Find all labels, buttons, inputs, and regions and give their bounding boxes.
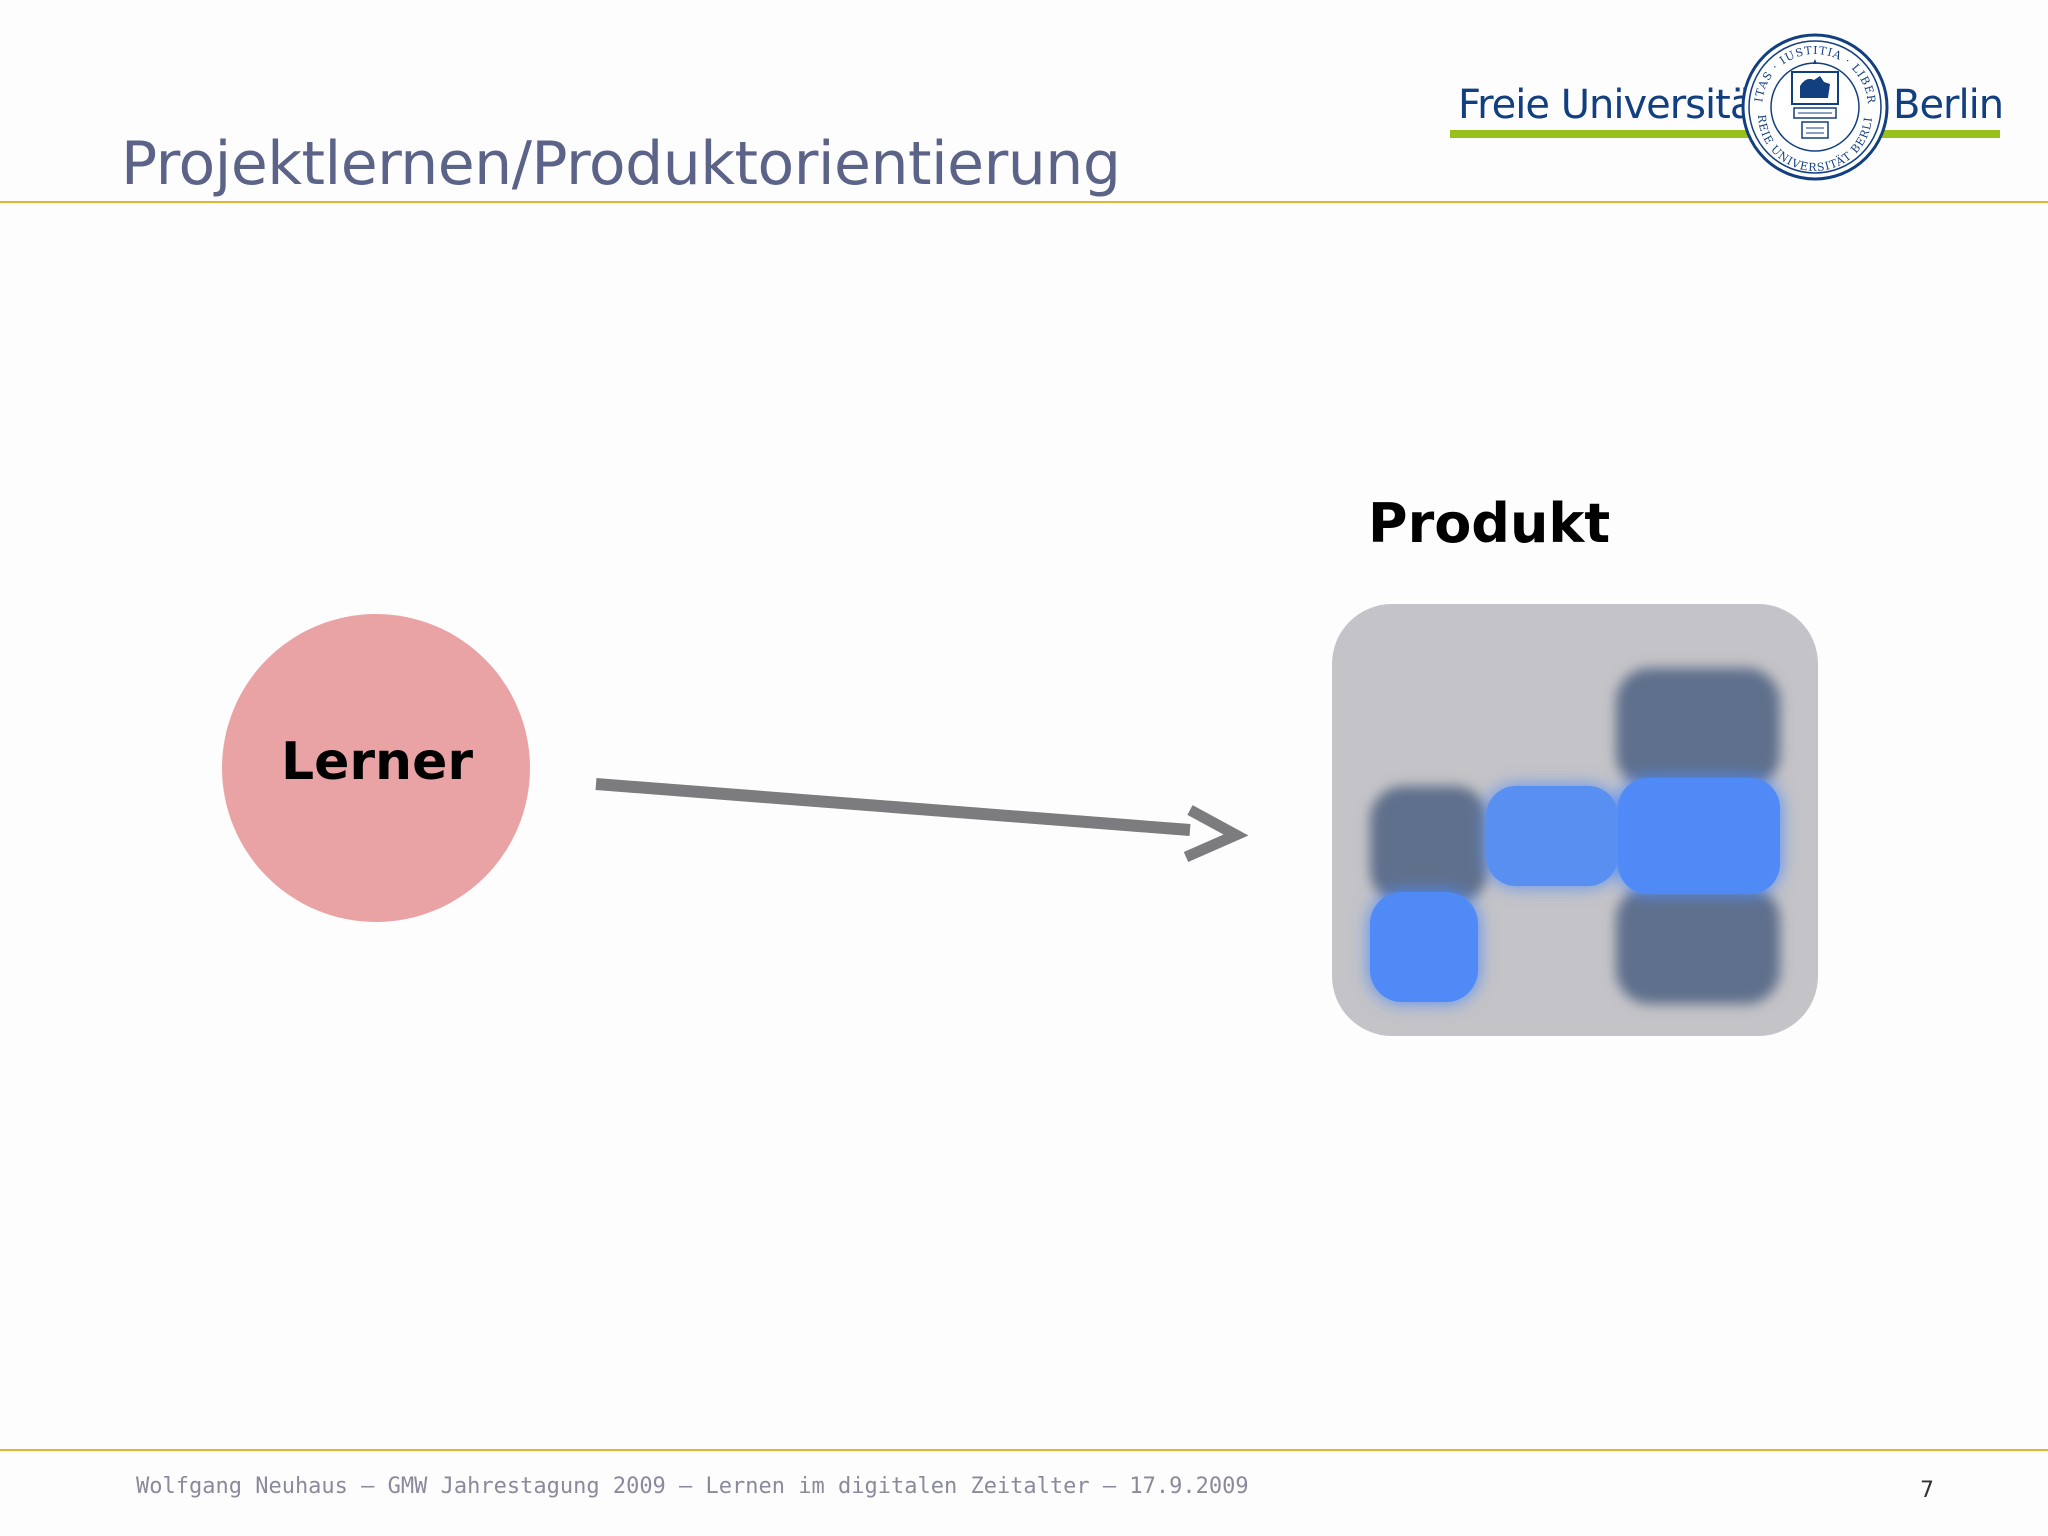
university-seal-icon: VERITAS · IUSTITIA · LIBERTAS FREIE UNIV… [1740, 32, 1889, 181]
header-rule [0, 201, 2048, 203]
slide-title: Projektlernen/Produktorientierung [121, 129, 1121, 199]
university-logo: Freie Universität Berlin VERITAS · IUSTI… [1448, 30, 2008, 185]
learner-label: Lerner [281, 732, 473, 792]
arrow [595, 778, 1249, 863]
product-label: Produkt [1368, 492, 1611, 555]
product-dark-blocks [1370, 668, 1780, 1004]
learner-circle [222, 614, 530, 922]
logo-green-bar [1450, 130, 2000, 138]
footer-rule [0, 1449, 2048, 1451]
product-bright-blocks [1370, 778, 1780, 1002]
page-number: 7 [1920, 1478, 1934, 1503]
logo-name-right: Berlin [1893, 82, 2004, 128]
product-box [1332, 604, 1818, 1036]
logo-name-left: Freie Universität [1458, 82, 1769, 128]
footer-text: Wolfgang Neuhaus – GMW Jahrestagung 2009… [136, 1474, 1249, 1499]
